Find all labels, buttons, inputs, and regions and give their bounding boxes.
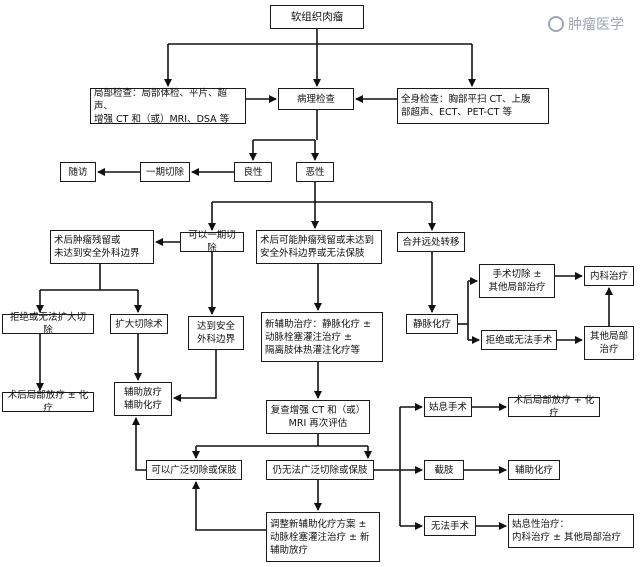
node-post-radio: 术后局部放疗 ± 化疗 (2, 390, 94, 414)
node-title: 软组织肉瘤 (270, 5, 364, 29)
node-followup: 随访 (60, 162, 96, 182)
node-still-cannot: 仍无法广泛切除或保肢 (266, 460, 374, 480)
node-palliative-treatment: 姑息性治疗： 内科治疗 ± 其他局部治疗 (508, 514, 634, 548)
node-reach-margin: 达到安全 外科边界 (188, 316, 244, 350)
node-wide-resect: 可以广泛切除或保肢 (146, 460, 242, 480)
node-amputation: 截肢 (424, 460, 464, 480)
node-adjuvant: 辅助放疗 辅助化疗 (114, 382, 172, 416)
node-pathology: 病理检查 (278, 88, 354, 110)
arrow-adjust-to-wide (192, 481, 266, 531)
node-benign: 良性 (234, 162, 272, 182)
node-palliative-surgery: 姑息手术 (424, 397, 472, 417)
node-systemic-exam: 全身检查：胸部平扫 CT、上腹 部超声、ECT、PET-CT 等 (397, 88, 549, 124)
node-adjuvant-chemo: 辅助化疗 (508, 460, 560, 480)
node-other-local: 其他局部 治疗 (584, 326, 634, 360)
node-may-residual: 术后可能肿瘤残留或未达到 安全外科边界或无法保肢 (256, 230, 382, 264)
brand-logo: 肿瘤医学 (548, 12, 634, 36)
node-local-exam: 局部检查：局部体检、平片、超声、 增强 CT 和（或）MRI、DSA 等 (90, 88, 246, 125)
arrow-margin-to-adjuvant (173, 350, 217, 402)
node-stage1-resection: 一期切除 (140, 162, 190, 182)
node-surgery-local: 手术切除 ± 其他局部治疗 (479, 264, 555, 298)
node-residual-tumor: 术后肿瘤残留或 未达到安全外科边界 (50, 230, 154, 264)
node-post-radio-chemo: 术后局部放疗 + 化疗 (508, 395, 600, 419)
arrow-wide-to-adjuvant (132, 417, 146, 471)
node-malignant: 恶性 (296, 162, 334, 182)
node-refuse-surgery: 拒绝或无法手术 (481, 330, 557, 350)
node-extended-resection: 扩大切除术 (110, 314, 168, 334)
node-iv-chemo: 静脉化疗 (406, 314, 458, 334)
node-internal-treatment: 内科治疗 (584, 266, 634, 286)
node-refuse-extended: 拒绝或无法扩大切除 (2, 312, 94, 336)
node-recheck: 复查增强 CT 和（或） MRI 再次评估 (266, 400, 370, 434)
node-adjust-neo: 调整新辅助化疗方案 ± 动脉栓塞灌注治疗 ± 新 辅助放疗 (266, 512, 380, 562)
node-metastasis: 合并远处转移 (397, 232, 465, 252)
node-can-stage1: 可以一期切除 (180, 230, 244, 254)
logo-icon (548, 16, 564, 32)
logo-text: 肿瘤医学 (568, 17, 624, 33)
node-no-surgery: 无法手术 (424, 516, 476, 536)
node-neoadjuvant: 新辅助治疗：静脉化疗 ± 动脉栓塞灌注治疗 ± 隔离肢体热灌注化疗等 (261, 312, 383, 362)
